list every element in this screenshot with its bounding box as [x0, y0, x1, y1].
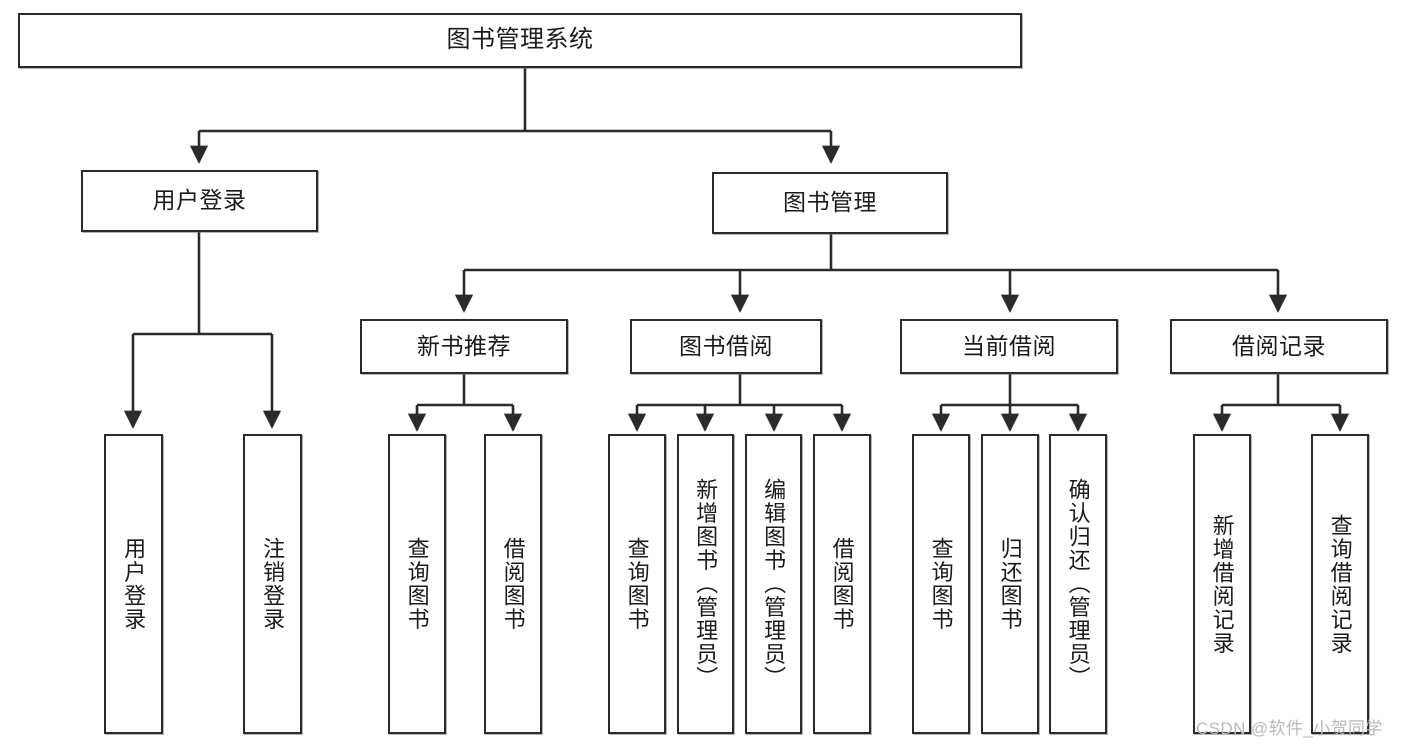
node-label: 编辑图书（管理员）	[761, 478, 787, 690]
node-label: 图书借阅	[679, 332, 773, 359]
node-label: 注销登录	[260, 537, 286, 631]
leaf-borrow-query-book[interactable]: 查询图书	[608, 434, 666, 734]
node-label: 归还图书	[997, 537, 1023, 631]
node-label: 借阅记录	[1232, 332, 1326, 359]
node-label: 当前借阅	[962, 332, 1056, 359]
leaf-current-return-book[interactable]: 归还图书	[981, 434, 1039, 734]
node-label: 图书管理	[783, 189, 877, 216]
node-label: 查询图书	[624, 537, 650, 631]
leaf-borrow-borrow-book[interactable]: 借阅图书	[813, 434, 871, 734]
node-label: 用户登录	[152, 187, 247, 214]
node-label: 借阅图书	[500, 537, 526, 631]
leaf-new-book-borrow[interactable]: 借阅图书	[484, 434, 542, 734]
node-label: 新书推荐	[417, 332, 511, 359]
leaf-new-book-query[interactable]: 查询图书	[388, 434, 446, 734]
node-label: 图书管理系统	[446, 26, 594, 54]
node-label: 新增借阅记录	[1209, 513, 1235, 655]
leaf-borrow-add-book-admin[interactable]: 新增图书（管理员）	[677, 434, 734, 734]
node-label: 查询图书	[404, 537, 430, 631]
node-user-login[interactable]: 用户登录	[81, 170, 318, 232]
node-label: 查询借阅记录	[1327, 513, 1353, 655]
node-label: 新增图书（管理员）	[693, 478, 719, 690]
leaf-user-login-login[interactable]: 用户登录	[104, 434, 163, 734]
node-root-system[interactable]: 图书管理系统	[18, 13, 1022, 68]
leaf-records-query-record[interactable]: 查询借阅记录	[1311, 434, 1369, 734]
leaf-current-confirm-return-admin[interactable]: 确认归还（管理员）	[1049, 434, 1107, 734]
leaf-current-query-book[interactable]: 查询图书	[912, 434, 970, 734]
csdn-watermark: CSDN @软件_小贺同学	[1196, 719, 1383, 738]
node-current-borrow[interactable]: 当前借阅	[900, 319, 1118, 374]
node-borrow-records[interactable]: 借阅记录	[1170, 319, 1388, 374]
node-label: 确认归还（管理员）	[1065, 478, 1091, 690]
node-book-management[interactable]: 图书管理	[712, 172, 948, 234]
leaf-records-add-record[interactable]: 新增借阅记录	[1193, 434, 1251, 734]
node-label: 查询图书	[928, 537, 954, 631]
node-book-borrow[interactable]: 图书借阅	[630, 319, 822, 374]
node-label: 借阅图书	[829, 537, 855, 631]
leaf-user-login-logout[interactable]: 注销登录	[243, 434, 302, 734]
node-new-book-recommend[interactable]: 新书推荐	[360, 319, 568, 374]
leaf-borrow-edit-book-admin[interactable]: 编辑图书（管理员）	[745, 434, 802, 734]
node-label: 用户登录	[121, 537, 147, 631]
